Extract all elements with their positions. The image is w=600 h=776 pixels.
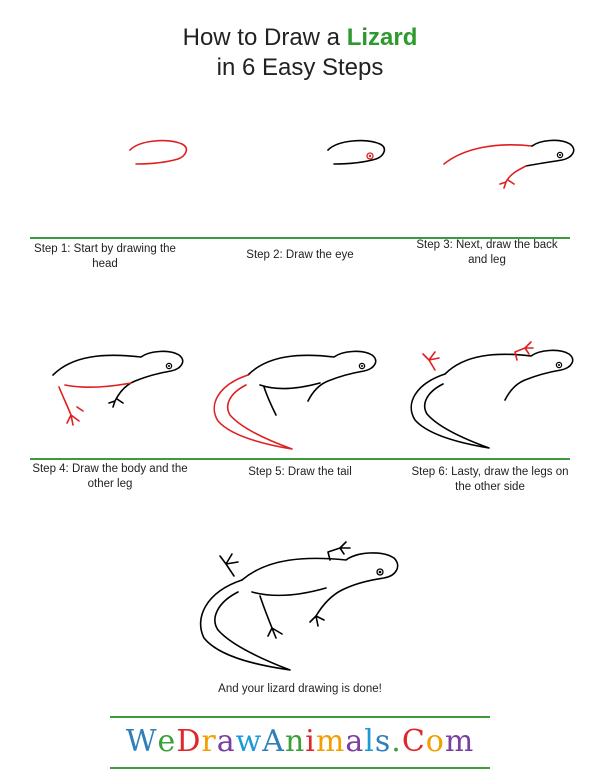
title-accent-word: Lizard <box>346 24 418 51</box>
step-2-drawing <box>327 139 386 165</box>
page-subtitle: in 6 Easy Steps <box>216 54 384 81</box>
final-lizard-drawing <box>199 541 399 671</box>
footer-divider-top <box>110 716 490 718</box>
divider-row-1 <box>30 237 570 239</box>
step-4-drawing <box>52 350 184 426</box>
page-title: How to Draw a Lizard <box>0 24 600 52</box>
step-4-caption: Step 4: Draw the body and the other leg <box>32 463 188 490</box>
footer-divider-bottom <box>110 767 490 769</box>
step-2-caption: Step 2: Draw the eye <box>246 249 354 261</box>
step-5-caption: Step 5: Draw the tail <box>248 466 352 478</box>
step-6-drawing <box>410 341 574 449</box>
title-prefix: How to Draw a <box>182 24 347 51</box>
step-1-drawing <box>129 139 188 165</box>
divider-row-2 <box>30 458 570 460</box>
step-3-caption: Step 3: Next, draw the back and leg <box>416 239 558 266</box>
wedrawanimals-logo: WeDrawAnimals.Com <box>125 724 475 759</box>
final-caption: And your lizard drawing is done! <box>218 683 382 695</box>
step-6-caption: Step 6: Lasty, draw the legs on the othe… <box>411 466 569 493</box>
step-1-caption: Step 1: Start by drawing the head <box>34 243 176 270</box>
step-5-drawing <box>213 350 377 450</box>
step-3-drawing <box>443 139 575 189</box>
